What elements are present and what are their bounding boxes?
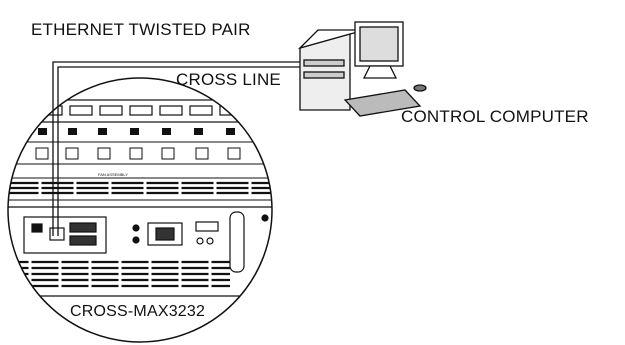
ethernet-twisted-pair-label: ETHERNET TWISTED PAIR <box>31 20 251 39</box>
power-socket <box>147 222 183 246</box>
rear-control-panel <box>8 206 272 273</box>
module-row <box>38 128 235 135</box>
lower-vent <box>8 260 230 288</box>
cross-line-label: CROSS LINE <box>176 70 281 89</box>
fan-assembly: FAN ASSEMBLY <box>8 172 272 201</box>
ethernet-port <box>49 227 65 241</box>
control-computer-label: CONTROL COMPUTER <box>401 107 589 126</box>
device-magnified-view: FAN ASSEMBLY <box>8 78 272 342</box>
control-computer-icon <box>297 21 427 117</box>
device-model-label: CROSS-MAX3232 <box>70 303 206 320</box>
fan-assembly-label: FAN ASSEMBLY <box>98 172 128 177</box>
magnifier-outline <box>7 77 273 343</box>
